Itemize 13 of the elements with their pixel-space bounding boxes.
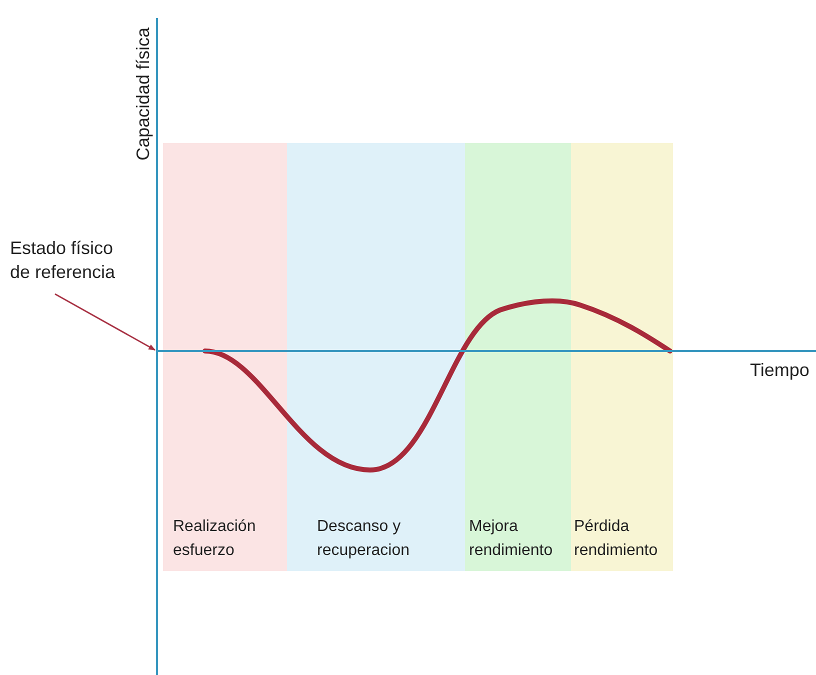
annotation-text: Estado físico de referencia (10, 236, 138, 284)
axis-title: Tiempo (750, 359, 810, 382)
phase-band (465, 143, 571, 571)
phase-band (571, 143, 673, 571)
phase-label: Mejora rendimiento (469, 517, 554, 561)
phase-label: Pérdida rendimiento (574, 517, 659, 561)
axis-title: Capacidad física (132, 27, 154, 161)
phase-band (287, 143, 465, 571)
leader-arrow (54, 293, 156, 351)
phase-label: Realización esfuerzo (173, 517, 257, 561)
reference-line (157, 350, 816, 352)
phase-label: Descanso y recuperacion (317, 517, 410, 561)
phase-band (163, 143, 287, 571)
